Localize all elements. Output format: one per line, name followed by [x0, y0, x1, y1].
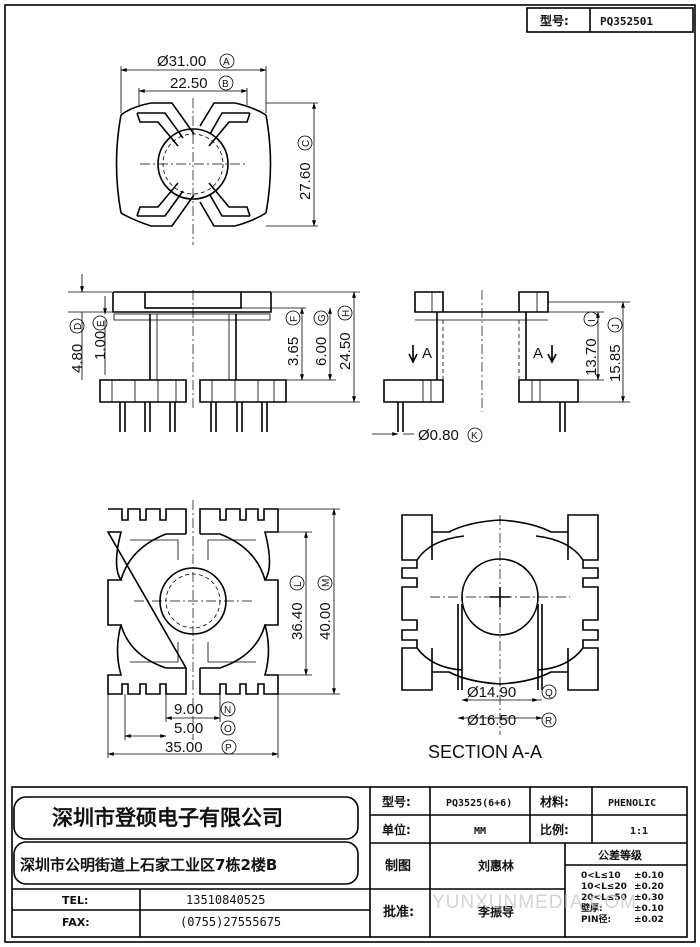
dim-k-tag: K [471, 431, 478, 442]
section-mark-left: A [422, 345, 432, 362]
dim-r-tag: R [545, 716, 552, 727]
dim-d: 4.80 D [69, 318, 86, 373]
dim-o-value: 5.00 [174, 720, 203, 737]
tolerance-value: ±0.10 [634, 871, 664, 881]
tolerance-range: 0<L≤10 [581, 871, 621, 881]
dim-od: Ø31.00 A [157, 53, 235, 70]
section-mark-right: A [533, 345, 543, 362]
tolerance-list: 0<L≤10 ±0.10 10<L≤20 ±0.20 20<L≤50 ±0.30… [581, 871, 664, 925]
tolerance-range: 10<L≤20 [581, 882, 627, 892]
top-view [115, 66, 318, 245]
tb-model-label: 型号: [382, 794, 411, 809]
dim-f: 3.65 F [285, 310, 302, 366]
dim-l-value: 36.40 [289, 602, 306, 640]
dim-m-value: 40.00 [317, 602, 334, 640]
dim-g-tag: G [317, 314, 328, 322]
tel-value: 13510840525 [186, 893, 265, 907]
title-block [11, 786, 688, 938]
tb-scale-label: 比例: [540, 822, 569, 837]
dim-f-value: 3.65 [285, 337, 302, 366]
tb-material-value: PHENOLIC [608, 798, 656, 809]
dim-width-tag: B [222, 79, 229, 90]
dim-o: 5.00 O [174, 720, 236, 737]
tb-model-value: PQ3525(6+6) [446, 798, 512, 809]
tb-tolerance-title: 公差等级 [598, 848, 643, 862]
dim-i-value: 13.70 [583, 338, 600, 376]
dim-r: Ø16.50 R [467, 712, 557, 729]
tolerance-range: 20<L≤50 [581, 893, 627, 903]
fax-value: (0755)27555675 [180, 915, 281, 929]
dim-d-tag: D [73, 323, 84, 330]
fax-label: FAX: [62, 916, 90, 929]
dim-j-tag: J [611, 324, 622, 329]
dim-d-value: 4.80 [69, 344, 86, 373]
dim-p-value: 35.00 [165, 739, 203, 756]
dim-j: 15.85 J [607, 317, 624, 382]
tb-approved-label: 批准: [383, 904, 414, 920]
dim-m: 40.00 M [317, 575, 334, 640]
tolerance-range: 壁厚: [581, 902, 603, 914]
dim-q: Ø14.90 Q [467, 684, 557, 701]
tolerance-value: ±0.20 [634, 882, 664, 892]
tb-scale-value: 1:1 [630, 826, 648, 837]
dim-e-value: 1.00 [92, 331, 109, 360]
dim-h-value: 24.50 [337, 332, 354, 370]
dim-f-tag: F [289, 316, 300, 322]
dim-n-tag: N [224, 705, 231, 716]
watermark: YUNXUNMEDIA.COM [432, 892, 637, 913]
dim-r-value: Ø16.50 [467, 712, 516, 729]
dim-od-tag: A [223, 57, 230, 68]
dim-i-tag: I [587, 319, 598, 322]
dim-l: 36.40 L [289, 575, 306, 640]
dim-o-tag: O [224, 724, 232, 735]
header-model-value: PQ352501 [600, 15, 653, 28]
dim-height-top-tag: C [301, 140, 312, 147]
dim-g: 6.00 G [313, 310, 330, 366]
dim-q-value: Ø14.90 [467, 684, 516, 701]
dim-height-top: 27.60 C [297, 135, 314, 200]
dim-n-value: 9.00 [174, 701, 203, 718]
dim-m-tag: M [321, 579, 332, 587]
tb-material-label: 材料: [539, 794, 569, 809]
dim-g-value: 6.00 [313, 337, 330, 366]
dim-q-tag: Q [545, 688, 553, 699]
dim-e: 1.00 E [92, 315, 109, 360]
dim-h-tag: H [341, 310, 352, 317]
dim-k-value: Ø0.80 [418, 427, 459, 444]
dim-width-value: 22.50 [170, 75, 208, 92]
dim-width: 22.50 B [170, 75, 234, 92]
section-title: SECTION A-A [428, 742, 542, 762]
company-address: 深圳市公明街道上石家工业区7栋2楼B [20, 856, 277, 874]
tb-unit-value: MM [474, 826, 486, 837]
tolerance-range: PIN径: [581, 913, 611, 925]
section-view [401, 514, 599, 735]
dim-k: Ø0.80 K [418, 427, 483, 444]
dim-l-tag: L [293, 581, 304, 587]
side-view [68, 274, 360, 432]
dim-i: 13.70 I [583, 311, 600, 376]
dim-p: 35.00 P [165, 739, 237, 756]
tb-drawn-label: 制图 [385, 858, 411, 874]
tb-unit-label: 单位: [382, 822, 411, 837]
dim-od-value: Ø31.00 [157, 53, 206, 70]
dim-e-tag: E [96, 320, 107, 327]
dim-j-value: 15.85 [607, 344, 624, 382]
tb-drawn-value: 刘惠林 [478, 858, 514, 873]
dim-p-tag: P [225, 743, 232, 754]
header-model-box: 型号: PQ352501 [526, 7, 694, 33]
tolerance-value: ±0.10 [634, 904, 664, 914]
front-view [372, 290, 630, 436]
sheet-border [4, 4, 696, 943]
dim-h: 24.50 H [337, 305, 354, 370]
header-model-label: 型号: [540, 13, 569, 28]
tel-label: TEL: [62, 894, 88, 907]
tolerance-value: ±0.30 [634, 893, 664, 903]
dim-height-top-value: 27.60 [297, 162, 314, 200]
dim-n: 9.00 N [174, 701, 236, 718]
tb-approved-value: 李振导 [477, 904, 514, 919]
tolerance-value: ±0.02 [634, 915, 664, 925]
bottom-view [106, 500, 340, 758]
company-name: 深圳市登硕电子有限公司 [52, 806, 283, 830]
